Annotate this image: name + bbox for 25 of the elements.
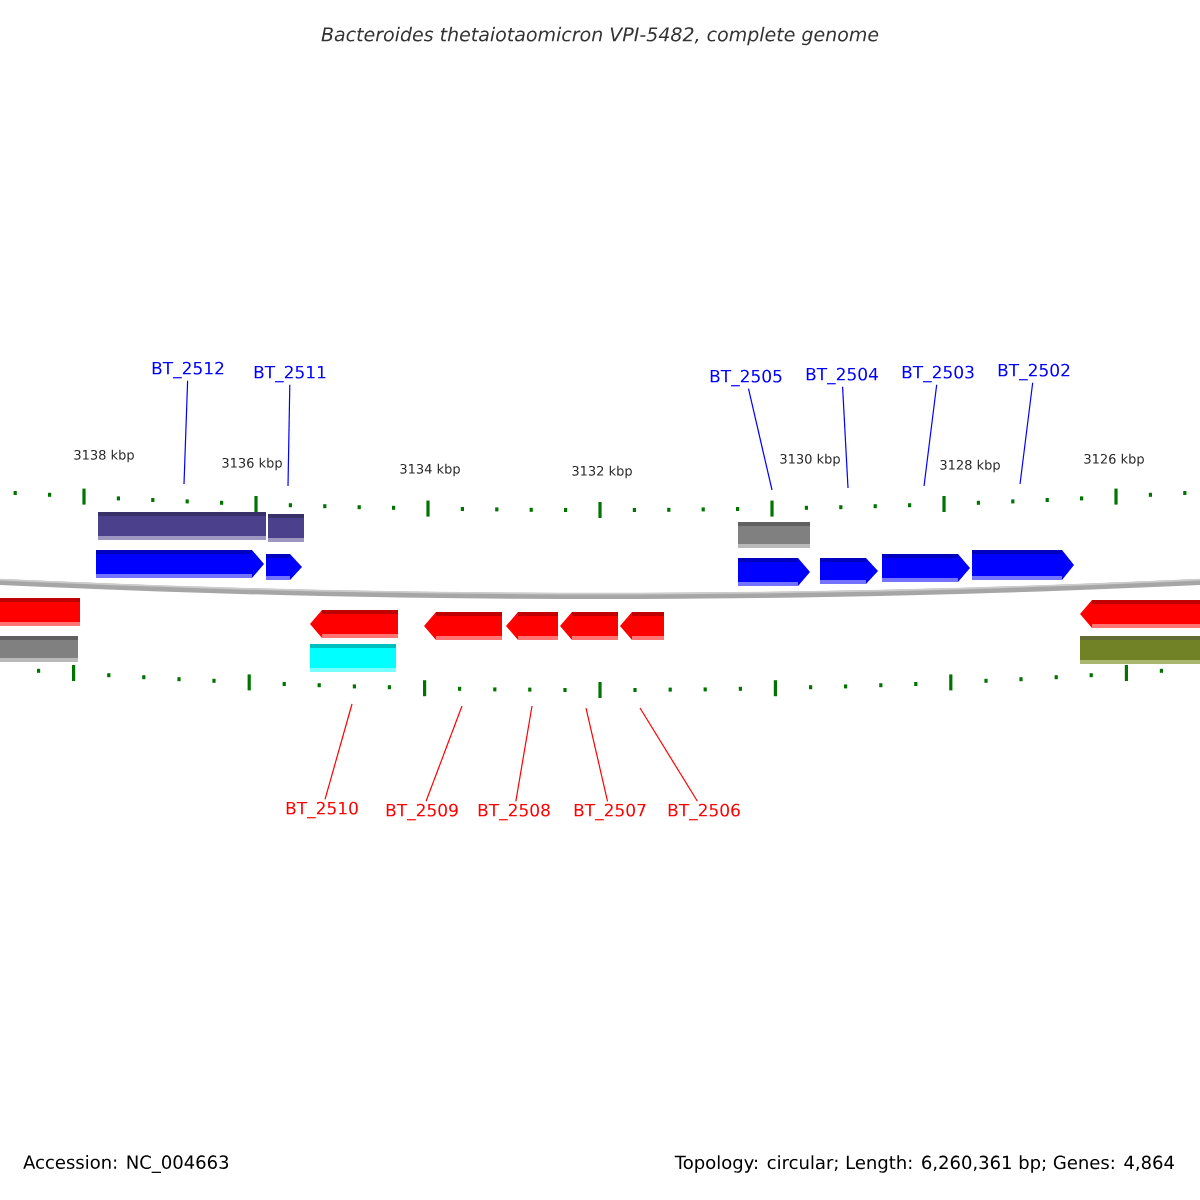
leader-line <box>639 707 698 802</box>
title: Bacteroides thetaiotaomicron VPI-5482, complete genome <box>321 26 879 46</box>
leader-line <box>585 707 609 802</box>
genome-info-text: Topology: circular; Length: 6,260,361 bp; Genes: 4,864 <box>674 1155 1174 1173</box>
leader-line <box>324 703 353 800</box>
leader-line <box>287 384 291 487</box>
gene-label: BT_2512 <box>152 361 224 379</box>
leader-line <box>842 386 849 489</box>
gene-label: BT_2511 <box>254 365 326 383</box>
leader-line <box>923 384 938 487</box>
gene-label: BT_2505 <box>710 369 782 387</box>
gene-label: BT_2502 <box>998 363 1070 381</box>
gene-label: BT_2503 <box>902 365 974 383</box>
accession-text: Accession: NC_004663 <box>23 1155 229 1173</box>
gene-label: BT_2508 <box>478 803 550 821</box>
leader-line <box>183 380 189 485</box>
gene-label: BT_2506 <box>668 803 740 821</box>
leader-line <box>1019 382 1034 485</box>
gene-label: BT_2510 <box>286 801 358 819</box>
gene-label: BT_2507 <box>574 803 646 821</box>
gene-label: BT_2504 <box>806 367 878 385</box>
leader-line <box>747 388 773 491</box>
leader-line <box>425 705 463 802</box>
leader-line <box>515 705 533 802</box>
gene-label: BT_2509 <box>386 803 458 821</box>
